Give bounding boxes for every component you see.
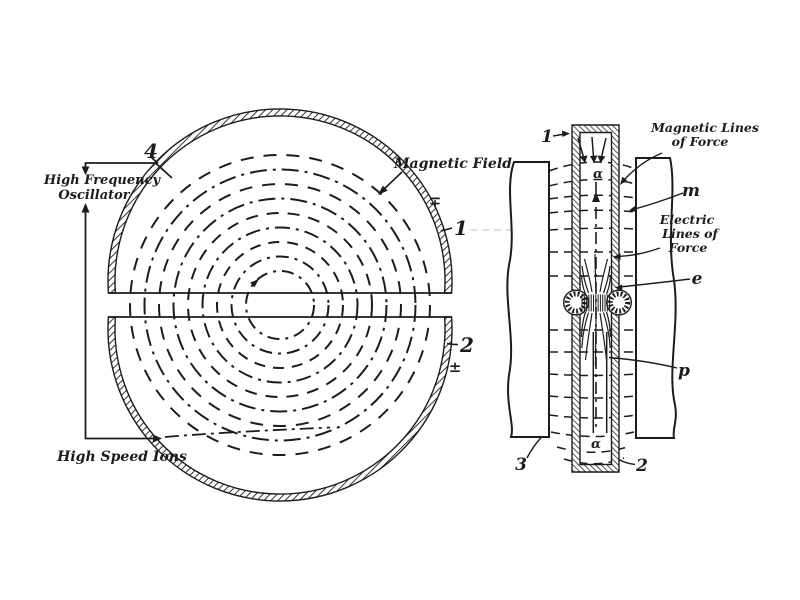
ref-e-leader (618, 278, 691, 288)
ref-label-1: 1 (454, 216, 468, 240)
field-line (548, 194, 637, 200)
field-line-fringe (563, 457, 625, 465)
polarity-bottom-symbol: ± (449, 358, 462, 376)
e-field-line (599, 258, 609, 293)
lower-dee-rim (107, 316, 453, 502)
arrow-down-icon (590, 155, 598, 163)
arrow-left-icon (615, 284, 623, 291)
arrow-down-icon (597, 155, 606, 163)
e-field-line (581, 265, 590, 294)
ref-label-1-section: 1 (541, 127, 553, 147)
vacuum-tube (571, 124, 620, 473)
arrow-up-icon (592, 192, 600, 202)
e-field-line (580, 311, 587, 338)
spiral-ring (143, 168, 417, 442)
ref-p-leader (608, 356, 678, 369)
high-speed-ions-label: High Speed Ions (56, 449, 187, 465)
spiral-start-arrow-icon (250, 279, 259, 288)
ref1-tick (440, 227, 453, 232)
e-field-line (602, 265, 611, 294)
inner-channel (592, 332, 608, 433)
ref2-tick (446, 342, 459, 346)
ref-label-e: e (692, 269, 703, 289)
spiral-ring (187, 212, 373, 398)
dee-gap (108, 292, 452, 318)
e-field-line (583, 258, 593, 293)
entry-arrows (577, 136, 607, 158)
magnetic-lines-of-force (548, 161, 637, 465)
polarity-top-symbol: ∓ (429, 193, 442, 211)
spiral-ring (129, 154, 431, 456)
spiral-ring (245, 270, 315, 340)
ion-spiral-path (129, 154, 431, 456)
spiral-ring (216, 241, 344, 369)
spiral-ring (158, 183, 402, 427)
arrow-left-icon (613, 253, 621, 260)
ion-source-hatch (581, 294, 611, 312)
spiral-ring (201, 226, 359, 384)
ref-label-3: 3 (515, 455, 527, 475)
arrow-down-left-icon (620, 176, 628, 185)
section-view-figure: 1 Magnetic Lines of Force m Electric Lin… (506, 120, 759, 476)
ref-label-p: p (678, 361, 690, 381)
ref3-leader (526, 436, 543, 459)
alpha-bottom-label: α (591, 437, 601, 452)
magnetic-lines-leader (622, 152, 663, 182)
arrow-down-icon (81, 166, 90, 175)
e-field-line (581, 312, 590, 349)
magnet-pole-left (506, 161, 550, 438)
ref-label-4: 4 (144, 139, 158, 163)
spiral-ring (172, 197, 388, 413)
e-field-line (605, 311, 612, 338)
magnetic-lines-label-line1: Magnetic Lines (650, 120, 759, 135)
arrow-right-icon (153, 434, 162, 443)
field-line (548, 414, 637, 419)
entry-arrow-shaft (577, 137, 585, 158)
field-line (548, 227, 637, 231)
field-line (548, 395, 637, 399)
electric-lines-label-line3: Force (668, 240, 708, 255)
electric-lines-label-line1: Electric (659, 212, 715, 227)
lower-lead-wire (84, 211, 153, 440)
arrow-down-icon (579, 155, 588, 163)
e-field-line (584, 312, 593, 361)
field-line (548, 178, 637, 187)
oscillator-label-line1: High Frequency (43, 173, 162, 188)
oscillator-label-line2: Oscillator (58, 188, 130, 203)
field-line-fringe (556, 445, 631, 453)
ref-m-leader (632, 192, 684, 211)
arrow-down-left-icon (378, 185, 388, 195)
upper-dee-rim (107, 108, 453, 294)
oscillator-lead-upper (84, 156, 173, 179)
arrow-up-icon (81, 203, 90, 213)
e-field-line (602, 312, 611, 349)
spiral-ring (230, 255, 330, 355)
e-field-line (605, 274, 612, 295)
ref4-tick (150, 156, 159, 165)
entry-arrow-shaft (591, 136, 595, 158)
e-field-line (580, 274, 587, 295)
oscillator-lead-lower (84, 211, 153, 440)
ref-label-2-section: 2 (635, 456, 648, 476)
magnet-pole-right (635, 157, 677, 439)
dee-edge-right-lobe-hatch (607, 291, 631, 314)
arrow-left-icon (629, 205, 637, 212)
alpha-top-label: α (593, 167, 603, 182)
ref2-leader (618, 458, 636, 466)
arrow-right-icon (562, 130, 570, 137)
ref-label-2: 2 (459, 333, 474, 357)
field-line (550, 431, 635, 438)
high-speed-ion-beam-line (164, 426, 331, 438)
field-line (548, 373, 637, 377)
plan-view-figure: 4 High Frequency Oscillator High Speed I… (43, 108, 512, 502)
ref-label-m: m (682, 181, 700, 201)
magnetic-field-leader (382, 171, 403, 191)
field-line (548, 209, 637, 214)
upper-lead-wire (84, 162, 173, 179)
magnetic-lines-label-line2: of Force (672, 134, 729, 149)
electric-lines-label-line2: Lines of (661, 226, 720, 241)
magnetic-field-label: Magnetic Field (393, 156, 512, 172)
entry-arrow-shaft (600, 137, 607, 158)
